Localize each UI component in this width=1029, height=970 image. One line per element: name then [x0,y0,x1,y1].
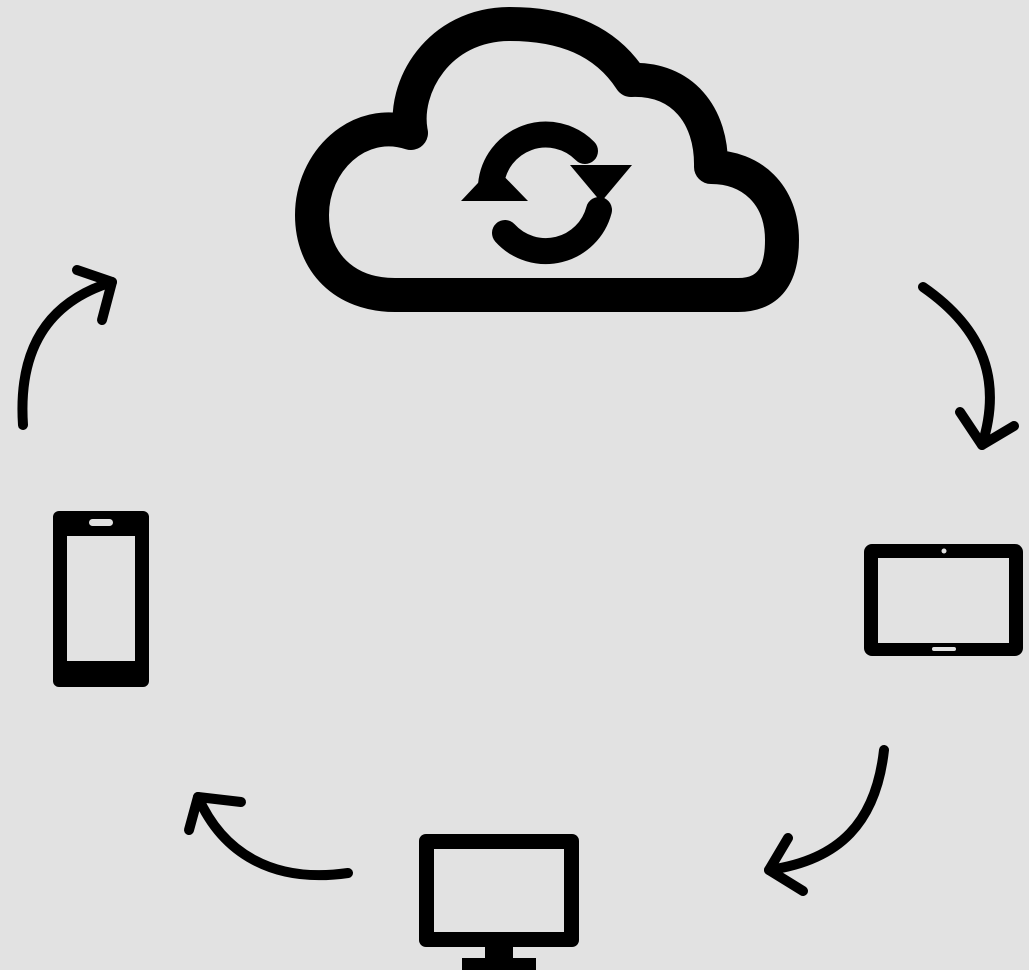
tablet-icon [864,544,1023,656]
arrow-tablet-to-desktop [764,745,889,896]
sync-arrows-icon [461,121,632,265]
smartphone-icon [53,511,149,687]
cloud-sync-icon [295,7,799,312]
arrow-cloud-to-tablet [918,282,1019,450]
arrow-desktop-to-phone [184,792,353,881]
cloud-outline [295,7,799,312]
desktop-monitor-icon [419,834,579,970]
arrow-phone-to-cloud [17,265,117,430]
